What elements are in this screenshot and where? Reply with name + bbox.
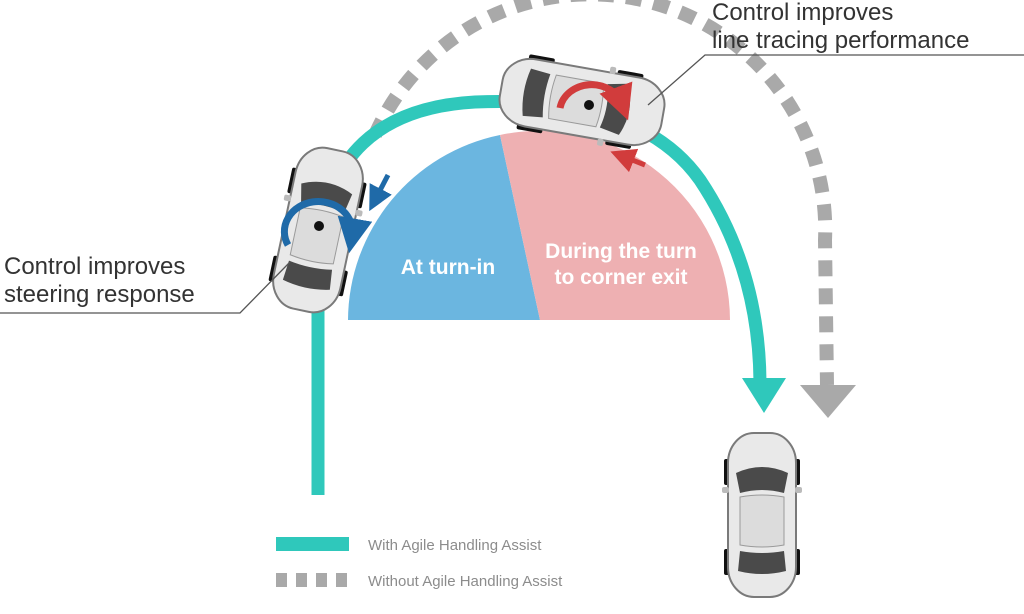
exit-label-line2: to corner exit <box>554 266 687 289</box>
yaw-rotation-arrow-icon <box>556 81 633 121</box>
pivot-dot <box>314 221 324 231</box>
legend-with-label: With Agile Handling Assist <box>368 537 542 554</box>
top-callout-line1: Control improves <box>712 0 893 26</box>
steering-rotation-arrow-icon <box>280 198 373 254</box>
car-icon <box>721 432 803 598</box>
exit-zone <box>500 130 730 320</box>
top-callout-leader <box>647 54 1024 106</box>
left-callout-leader <box>0 261 291 314</box>
legend-with-swatch <box>276 537 349 551</box>
exit-label-line1: During the turn <box>545 240 697 263</box>
turn-in-zone <box>348 135 540 320</box>
left-callout-line2: steering response <box>4 281 195 308</box>
turn-in-label: At turn-in <box>401 256 495 279</box>
line-tracing-arrow-icon <box>610 148 646 173</box>
legend: With Agile Handling Assist Without Agile… <box>276 537 563 590</box>
top-callout-line2: line tracing performance <box>712 27 969 54</box>
legend-without-label: Without Agile Handling Assist <box>368 573 563 590</box>
with-assist-arrowhead <box>742 378 786 413</box>
pivot-dot <box>584 100 594 110</box>
without-assist-arrowhead <box>800 385 856 418</box>
steering-arrow-icon <box>369 173 392 212</box>
without-assist-path <box>368 0 834 386</box>
left-callout-line1: Control improves <box>4 253 185 280</box>
